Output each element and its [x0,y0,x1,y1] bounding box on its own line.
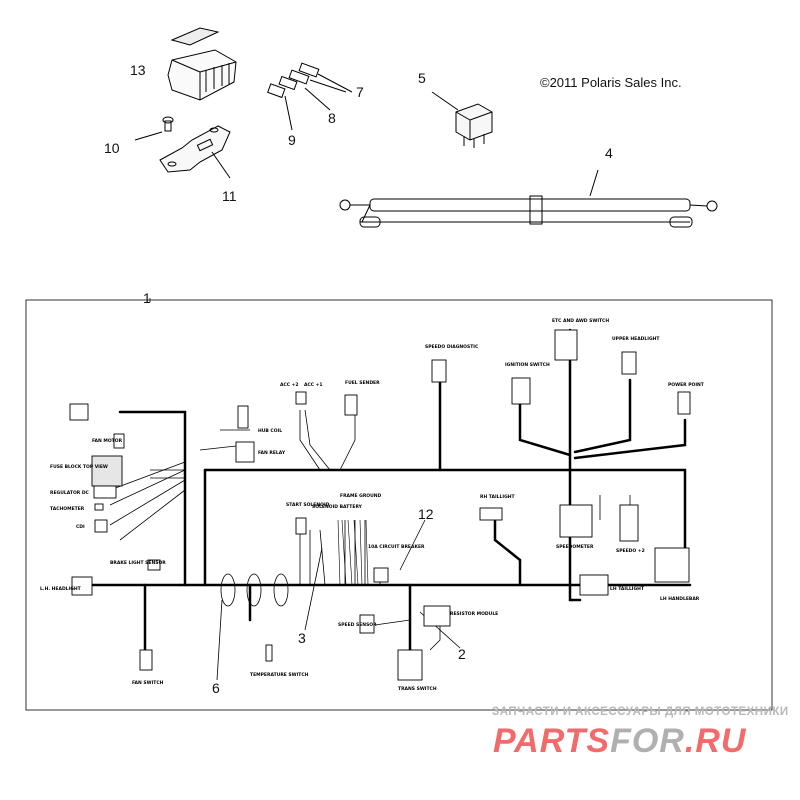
callout-7: 7 [356,84,364,100]
watermark-logo: PARTSFOR.RU [493,722,746,761]
label-lh-taillight: LH TAILLIGHT [610,586,645,592]
harness-frame [25,299,773,711]
label-fan-switch: FAN SWITCH [132,680,164,686]
watermark-logo-ru: .RU [684,722,747,760]
label-start-solenoid: START SOLENOID [286,502,330,508]
watermark-logo-for: FOR [610,722,685,760]
label-trans-switch: TRANS SWITCH [398,686,437,692]
parts-7-8-9-connectors-drawing [267,62,353,131]
label-upper-headlight: UPPER HEADLIGHT [612,336,660,342]
label-solenoid-battery: SOLENOID BATTERY [312,504,363,510]
callout-8: 8 [328,110,336,126]
label-speed-sensor: SPEED SENSOR [338,622,377,628]
label-etc-awd-switch: ETC AND AWD SWITCH [552,318,609,324]
label-lh-handlebar: LH HANDLEBAR [660,596,700,602]
label-temp-switch: TEMPERATURE SWITCH [250,672,309,678]
part-13-fuse-box-drawing [167,27,237,101]
label-rh-taillight: RH TAILLIGHT [480,494,516,500]
label-acc2: ACC +2 [280,382,299,388]
label-resistor-module: RESISTOR MODULE [450,611,498,617]
part-10-bolt-drawing [134,116,174,141]
watermark-tagline: ЗАПЧАСТИ И АКСЕССУАРЫ ДЛЯ МОТОТЕХНИКИ [492,706,789,718]
callout-4: 4 [605,145,613,161]
label-hub-coil: HUB COIL [258,428,282,434]
label-fan-motor: FAN MOTOR [92,438,123,444]
label-fuel-sender: FUEL SENDER [345,380,380,386]
label-fuse-block: FUSE BLOCK TOP VIEW [50,464,108,470]
label-speedo2: SPEEDO +2 [616,548,645,554]
part-11-bracket-drawing [159,125,231,179]
callout-9: 9 [288,132,296,148]
callout-5: 5 [418,70,426,86]
watermark-logo-parts: PARTS [493,722,611,760]
label-ignition-switch: IGNITION SWITCH [505,362,550,368]
callout-1: 1 [143,290,151,306]
label-speedo-diagnostic: SPEEDO DIAGNOSTIC [425,344,479,350]
callout-11: 11 [222,188,237,204]
label-fan-relay: FAN RELAY [258,450,286,456]
label-lh-headlight: L.H. HEADLIGHT [40,586,82,592]
part-4-battery-cables-drawing [339,169,718,228]
copyright-text: ©2011 Polaris Sales Inc. [540,75,682,90]
label-frame-ground: FRAME GROUND [340,493,382,499]
callout-10: 10 [104,140,120,156]
callout-3: 3 [298,630,306,646]
label-circuit-breaker: 10A CIRCUIT BREAKER [368,544,425,550]
label-speedometer: SPEEDOMETER [556,544,594,550]
callout-13: 13 [130,62,146,78]
label-brake-light: BRAKE LIGHT SENSOR [110,560,166,566]
label-regulator: REGULATOR DC [50,490,90,496]
part-5-relay-drawing [431,91,493,148]
label-cdi: CDI [76,524,85,530]
callout-6: 6 [212,680,220,696]
label-tachometer: TACHOMETER [50,506,85,512]
callout-12: 12 [418,506,434,522]
label-acc1: ACC +1 [304,382,323,388]
label-power-point: POWER POINT [668,382,705,388]
callout-2: 2 [458,646,466,662]
